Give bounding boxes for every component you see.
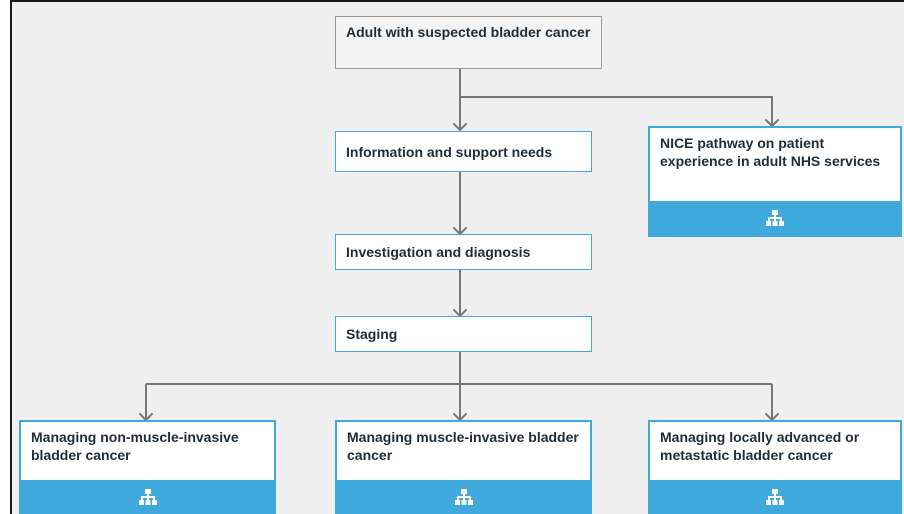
node-label: Managing muscle-invasive bladder cancer [347,429,579,463]
node-information-support-needs[interactable]: Information and support needs [335,131,592,172]
node-label: Adult with suspected bladder cancer [346,24,591,40]
sitemap-icon [454,489,473,505]
node-label: Staging [346,326,398,342]
node-label: NICE pathway on patient experience in ad… [660,135,881,169]
connector-root-nice [460,96,773,126]
node-adult-suspected-bladder-cancer[interactable]: Adult with suspected bladder cancer [335,16,602,69]
node-managing-locally-advanced-metastatic[interactable]: Managing locally advanced or metastatic … [648,420,902,514]
pathway-link-bar[interactable] [337,480,590,514]
node-label: Managing non-muscle-invasive bladder can… [31,429,239,463]
node-managing-muscle-invasive[interactable]: Managing muscle-invasive bladder cancer [335,420,592,514]
pathway-link-bar[interactable] [650,480,900,514]
sitemap-icon [766,489,784,505]
node-investigation-diagnosis[interactable]: Investigation and diagnosis [335,234,592,270]
node-staging[interactable]: Staging [335,316,592,352]
node-label: Investigation and diagnosis [346,244,531,260]
arrowhead-info [453,123,467,132]
node-label: Information and support needs [346,143,553,160]
node-managing-non-muscle-invasive[interactable]: Managing non-muscle-invasive bladder can… [19,420,276,514]
node-label: Managing locally advanced or metastatic … [660,429,860,463]
sitemap-icon [138,489,157,505]
node-nice-pathway-patient-experience[interactable]: NICE pathway on patient experience in ad… [648,126,902,237]
pathway-link-bar[interactable] [21,480,274,514]
sitemap-icon [766,210,784,226]
pathway-link-bar[interactable] [650,201,900,235]
